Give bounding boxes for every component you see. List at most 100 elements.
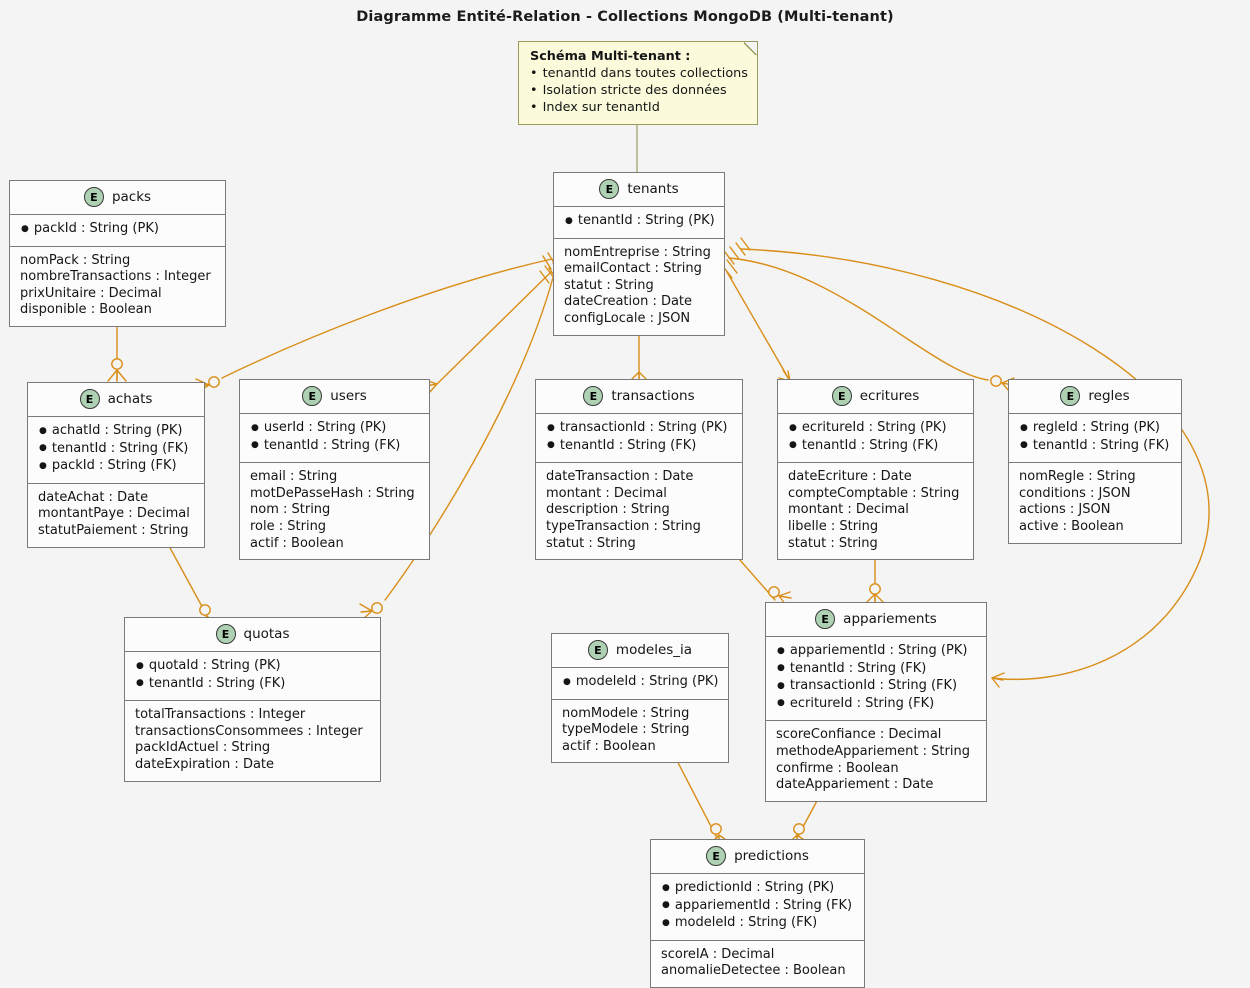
attribute: active : Boolean xyxy=(1019,518,1124,534)
note-title: Schéma Multi-tenant : xyxy=(530,49,691,64)
attribute: tenantId : String (FK) xyxy=(135,676,370,694)
attribute: transactionsConsommees : Integer xyxy=(135,723,363,739)
entity-header: E ecritures xyxy=(778,380,973,414)
entity-keys: packId : String (PK) xyxy=(10,215,225,247)
attribute: regleId : String (PK) xyxy=(1019,420,1171,438)
attribute: tenantId : String (FK) xyxy=(546,438,732,456)
attribute: appariementId : String (FK) xyxy=(661,898,854,916)
entity-header: E users xyxy=(240,380,429,414)
entity-icon: E xyxy=(583,386,604,406)
entity-header: E regles xyxy=(1009,380,1181,414)
entity-keys: appariementId : String (PK) tenantId : S… xyxy=(766,637,986,722)
entity-icon: E xyxy=(83,187,104,207)
attribute: tenantId : String (FK) xyxy=(250,438,419,456)
attribute: transactionId : String (FK) xyxy=(776,678,976,696)
entity-title: tenants xyxy=(627,181,679,197)
attribute: nomRegle : String xyxy=(1019,469,1136,485)
entity-packs[interactable]: E packs packId : String (PK) nomPack : S… xyxy=(9,180,226,327)
attribute: anomalieDetectee : Boolean xyxy=(661,963,846,979)
entity-icon: E xyxy=(599,179,620,199)
entity-icon: E xyxy=(815,609,836,629)
attribute: ecritureId : String (PK) xyxy=(788,420,963,438)
attribute: nomModele : String xyxy=(562,705,690,721)
entity-keys: regleId : String (PK) tenantId : String … xyxy=(1009,414,1181,464)
entity-title: users xyxy=(330,388,367,404)
attribute: prixUnitaire : Decimal xyxy=(20,285,162,301)
entity-appariements[interactable]: E appariements appariementId : String (P… xyxy=(765,602,987,802)
attribute: tenantId : String (FK) xyxy=(788,438,963,456)
attribute: motDePasseHash : String xyxy=(250,485,415,501)
entity-title: predictions xyxy=(734,848,809,864)
note-bullet: tenantId dans toutes collections xyxy=(530,65,748,82)
attribute: scoreConfiance : Decimal xyxy=(776,727,942,743)
entity-header: E tenants xyxy=(554,173,724,207)
attribute: tenantId : String (FK) xyxy=(776,661,976,679)
attribute: nomEntreprise : String xyxy=(564,244,711,260)
entity-title: modeles_ia xyxy=(615,642,693,658)
entity-header: E modeles_ia xyxy=(552,634,728,668)
entity-title: packs xyxy=(111,189,152,205)
attribute: email : String xyxy=(250,469,338,485)
attribute: actif : Boolean xyxy=(562,738,656,754)
entity-icon: E xyxy=(215,624,236,644)
attribute: packIdActuel : String xyxy=(135,740,271,756)
attribute: dateAchat : Date xyxy=(38,489,149,505)
entity-users[interactable]: E users userId : String (PK) tenantId : … xyxy=(239,379,430,561)
attribute: scoreIA : Decimal xyxy=(661,946,775,962)
entity-icon: E xyxy=(302,386,323,406)
entity-predictions[interactable]: E predictions predictionId : String (PK)… xyxy=(650,839,865,988)
attribute: statut : String xyxy=(564,277,654,293)
entity-fields: nomModele : String typeModele : String a… xyxy=(552,700,728,763)
entity-icon: E xyxy=(79,389,100,409)
entity-regles[interactable]: E regles regleId : String (PK) tenantId … xyxy=(1008,379,1182,544)
attribute: userId : String (PK) xyxy=(250,420,419,438)
attribute: configLocale : JSON xyxy=(564,310,691,326)
attribute: montantPaye : Decimal xyxy=(38,506,190,522)
entity-header: E predictions xyxy=(651,840,864,874)
entity-quotas[interactable]: E quotas quotaId : String (PK) tenantId … xyxy=(124,617,381,782)
attribute: nomPack : String xyxy=(20,252,131,268)
attribute: dateAppariement : Date xyxy=(776,777,934,793)
attribute: typeModele : String xyxy=(562,722,690,738)
entity-ecritures[interactable]: E ecritures ecritureId : String (PK) ten… xyxy=(777,379,974,561)
attribute: predictionId : String (PK) xyxy=(661,880,854,898)
entity-keys: tenantId : String (PK) xyxy=(554,207,724,239)
entity-keys: userId : String (PK) tenantId : String (… xyxy=(240,414,429,464)
attribute: emailContact : String xyxy=(564,261,702,277)
attribute: dateEcriture : Date xyxy=(788,469,912,485)
entity-modeles-ia[interactable]: E modeles_ia modeleId : String (PK) nomM… xyxy=(551,633,729,764)
entity-header: E transactions xyxy=(536,380,742,414)
entity-tenants[interactable]: E tenants tenantId : String (PK) nomEntr… xyxy=(553,172,725,336)
entity-title: quotas xyxy=(243,626,290,642)
attribute: montant : Decimal xyxy=(546,485,667,501)
entity-fields: nomRegle : String conditions : JSON acti… xyxy=(1009,463,1181,542)
entity-title: transactions xyxy=(611,388,695,404)
page-title: Diagramme Entité-Relation - Collections … xyxy=(356,9,894,25)
attribute: nombreTransactions : Integer xyxy=(20,269,211,285)
entity-fields: dateEcriture : Date compteComptable : St… xyxy=(778,463,973,559)
attribute: statutPaiement : String xyxy=(38,522,189,538)
note-bullet: Isolation stricte des données xyxy=(530,82,746,99)
attribute: quotaId : String (PK) xyxy=(135,658,370,676)
attribute: disponible : Boolean xyxy=(20,302,152,318)
attribute: statut : String xyxy=(788,535,878,551)
entity-header: E packs xyxy=(10,181,225,215)
entity-title: regles xyxy=(1088,388,1130,404)
attribute: modeleId : String (PK) xyxy=(562,674,719,692)
attribute: statut : String xyxy=(546,535,636,551)
entity-fields: dateTransaction : Date montant : Decimal… xyxy=(536,463,742,559)
attribute: transactionId : String (PK) xyxy=(546,420,732,438)
attribute: actions : JSON xyxy=(1019,502,1111,518)
attribute: tenantId : String (FK) xyxy=(38,441,194,459)
entity-icon: E xyxy=(1060,386,1081,406)
entity-icon: E xyxy=(587,640,608,660)
entity-achats[interactable]: E achats achatId : String (PK) tenantId … xyxy=(27,382,205,548)
entity-transactions[interactable]: E transactions transactionId : String (P… xyxy=(535,379,743,561)
attribute: role : String xyxy=(250,518,327,534)
attribute: tenantId : String (PK) xyxy=(564,213,715,231)
entity-title: appariements xyxy=(843,611,937,627)
entity-fields: nomPack : String nombreTransactions : In… xyxy=(10,247,225,326)
schema-note: Schéma Multi-tenant : tenantId dans tout… xyxy=(518,41,758,125)
attribute: appariementId : String (PK) xyxy=(776,643,976,661)
